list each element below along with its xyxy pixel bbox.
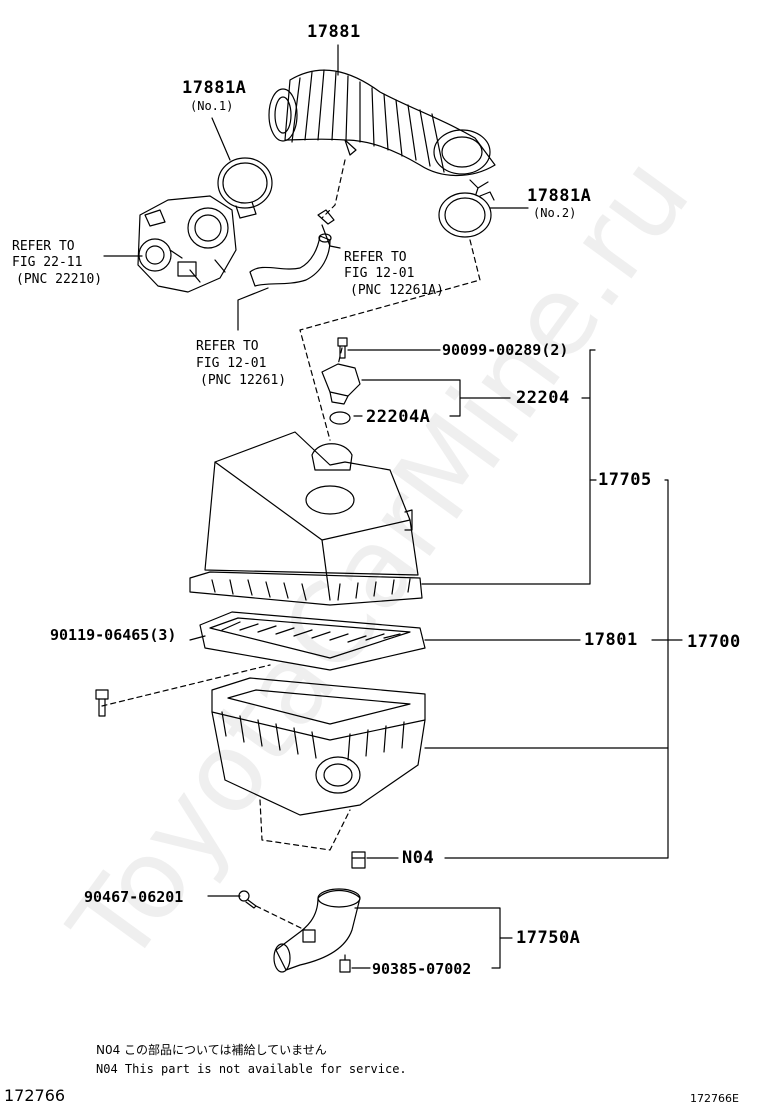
label-90119-06465: 90119-06465(3)	[50, 626, 177, 644]
cleaner-cap-17705	[189, 431, 423, 606]
label-90467-06201: 90467-06201	[84, 888, 184, 906]
refer-low-line3: (PNC 12261)	[200, 373, 287, 388]
label-17881: 17881	[307, 22, 361, 42]
intake-hose-17881	[268, 69, 496, 195]
label-17881A-no1: 17881A	[182, 78, 247, 98]
label-no2: (No.2)	[533, 206, 577, 220]
label-90385-07002: 90385-07002	[372, 960, 472, 978]
label-17881A-no2: 17881A	[527, 186, 592, 206]
filter-element-17801	[199, 611, 426, 671]
dashed-guides	[101, 159, 481, 963]
cleaner-case	[211, 677, 426, 816]
note-japanese: N04 この部品については補給していません	[96, 1043, 327, 1057]
label-17801: 17801	[584, 630, 638, 650]
o-ring-22204A	[329, 411, 351, 425]
bolt-90119	[95, 689, 109, 717]
refer-mid-line1: REFER TO	[344, 250, 407, 265]
screw-90099	[337, 337, 348, 359]
bolt-90467	[238, 890, 257, 909]
clamp-17881A-no2	[438, 191, 495, 238]
label-no1: (No.1)	[190, 99, 234, 113]
hose-clip	[317, 209, 335, 225]
refer-left-line3: (PNC 22210)	[16, 272, 103, 287]
inlet-duct-17750A	[273, 888, 361, 973]
label-17750A: 17750A	[516, 928, 581, 948]
breather-hose	[249, 233, 332, 287]
label-90099-00289: 90099-00289(2)	[442, 341, 569, 359]
label-N04: N04	[402, 848, 435, 868]
clamp-17881A-no1	[217, 157, 273, 219]
footer-figure-number: 172766	[4, 1086, 66, 1105]
footer-figure-code: 172766E	[690, 1092, 739, 1105]
note-english: N04 This part is not available for servi…	[96, 1062, 407, 1076]
clip-N04	[351, 851, 366, 869]
refer-low-line1: REFER TO	[196, 339, 259, 354]
label-22204A: 22204A	[366, 407, 431, 427]
leader-lines	[103, 44, 683, 969]
clip-90385	[339, 959, 351, 973]
refer-left-line2: FIG 22-11	[12, 255, 83, 270]
refer-left-line1: REFER TO	[12, 239, 75, 254]
refer-mid-line3: (PNC 12261A)	[350, 283, 444, 298]
label-17705: 17705	[598, 470, 652, 490]
label-22204: 22204	[516, 388, 570, 408]
refer-low-line2: FIG 12-01	[196, 356, 267, 371]
label-17700: 17700	[687, 632, 741, 652]
air-flow-meter	[321, 363, 361, 405]
throttle-body	[137, 195, 237, 293]
refer-mid-line2: FIG 12-01	[344, 266, 415, 281]
